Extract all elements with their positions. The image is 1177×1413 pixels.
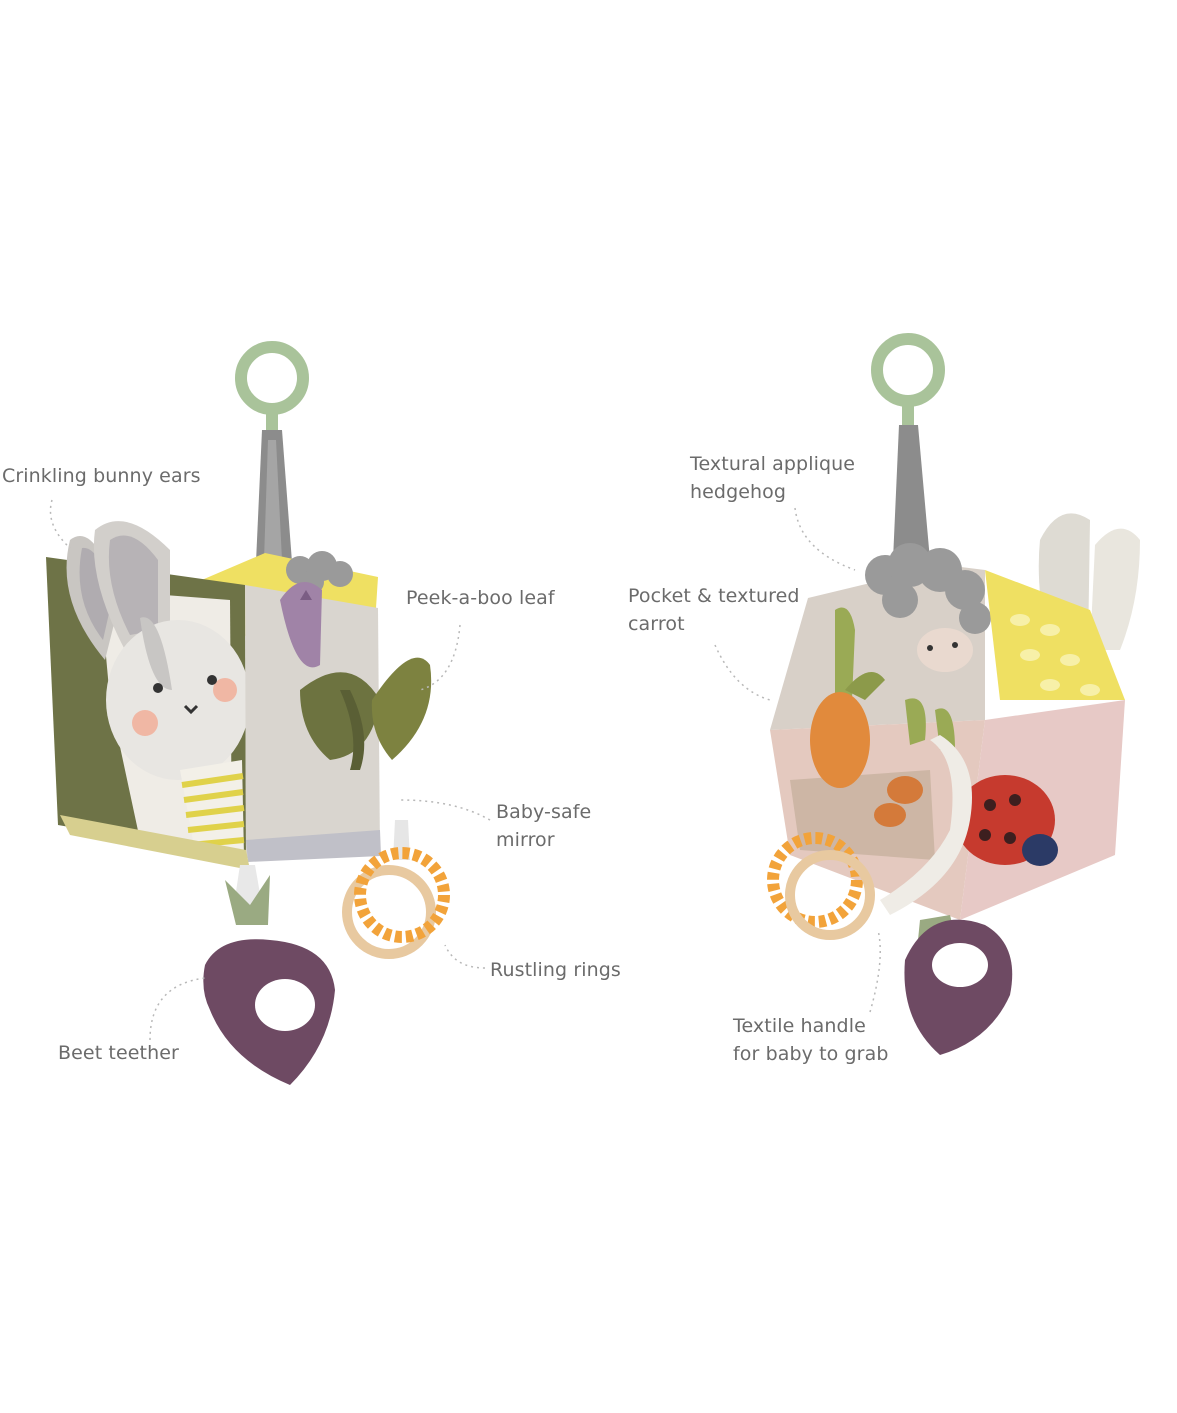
right-cube-toy <box>767 333 1140 1055</box>
callout-mirror-line2: mirror <box>496 829 555 851</box>
right-rustling-rings <box>767 832 875 940</box>
leader-hedgehog <box>794 507 856 571</box>
callout-mirror-line1: Baby-safe <box>496 801 592 823</box>
callout-peek-a-boo-leaf: Peek-a-boo leaf <box>406 584 555 612</box>
callout-pocket-textured-carrot: Pocket & textured carrot <box>628 582 800 638</box>
beet-teether <box>203 865 335 1085</box>
callout-peekaboo-text: Peek-a-boo leaf <box>406 587 555 609</box>
callout-hedgehog-line2: hedgehog <box>690 481 787 503</box>
leader-rings <box>444 944 486 969</box>
callout-crinkling-bunny-ears: Crinkling bunny ears <box>2 462 201 490</box>
callout-pocket-line2: carrot <box>628 613 685 635</box>
callout-rustling-rings: Rustling rings <box>490 956 621 984</box>
right-cube-top-face <box>770 565 985 730</box>
callout-bunny-ears-text: Crinkling bunny ears <box>2 465 201 487</box>
callout-handle-line2: for baby to grab <box>733 1043 889 1065</box>
bunny-shirt <box>180 760 245 856</box>
rustling-rings <box>342 820 450 959</box>
callout-pocket-line1: Pocket & textured <box>628 585 800 607</box>
callout-beet-teether: Beet teether <box>58 1039 179 1067</box>
callout-handle-line1: Textile handle <box>733 1015 866 1037</box>
callout-textural-applique-hedgehog: Textural applique hedgehog <box>690 450 855 506</box>
peek-a-boo-leaf <box>300 657 432 770</box>
leader-pocket <box>714 644 771 701</box>
leader-handle <box>869 929 881 1013</box>
callout-hedgehog-line1: Textural applique <box>690 453 856 475</box>
callout-beet-text: Beet teether <box>58 1042 179 1064</box>
callout-leaders <box>49 499 881 1041</box>
ladybug <box>955 775 1058 866</box>
callout-rings-text: Rustling rings <box>490 959 621 981</box>
right-beet-teether <box>904 915 1013 1055</box>
leader-mirror <box>399 799 491 821</box>
left-cube-toy <box>46 341 450 1085</box>
callout-textile-handle: Textile handle for baby to grab <box>733 1012 889 1068</box>
hedgehog-applique <box>865 543 991 634</box>
bunny-ears <box>66 521 170 660</box>
textured-carrot <box>810 672 923 827</box>
leader-beet <box>149 977 206 1041</box>
callout-baby-safe-mirror: Baby-safe mirror <box>496 798 591 854</box>
left-link-ring <box>235 341 309 562</box>
bunny-head <box>106 620 250 780</box>
right-link-ring <box>871 333 945 560</box>
leader-bunny-ears <box>49 499 71 549</box>
